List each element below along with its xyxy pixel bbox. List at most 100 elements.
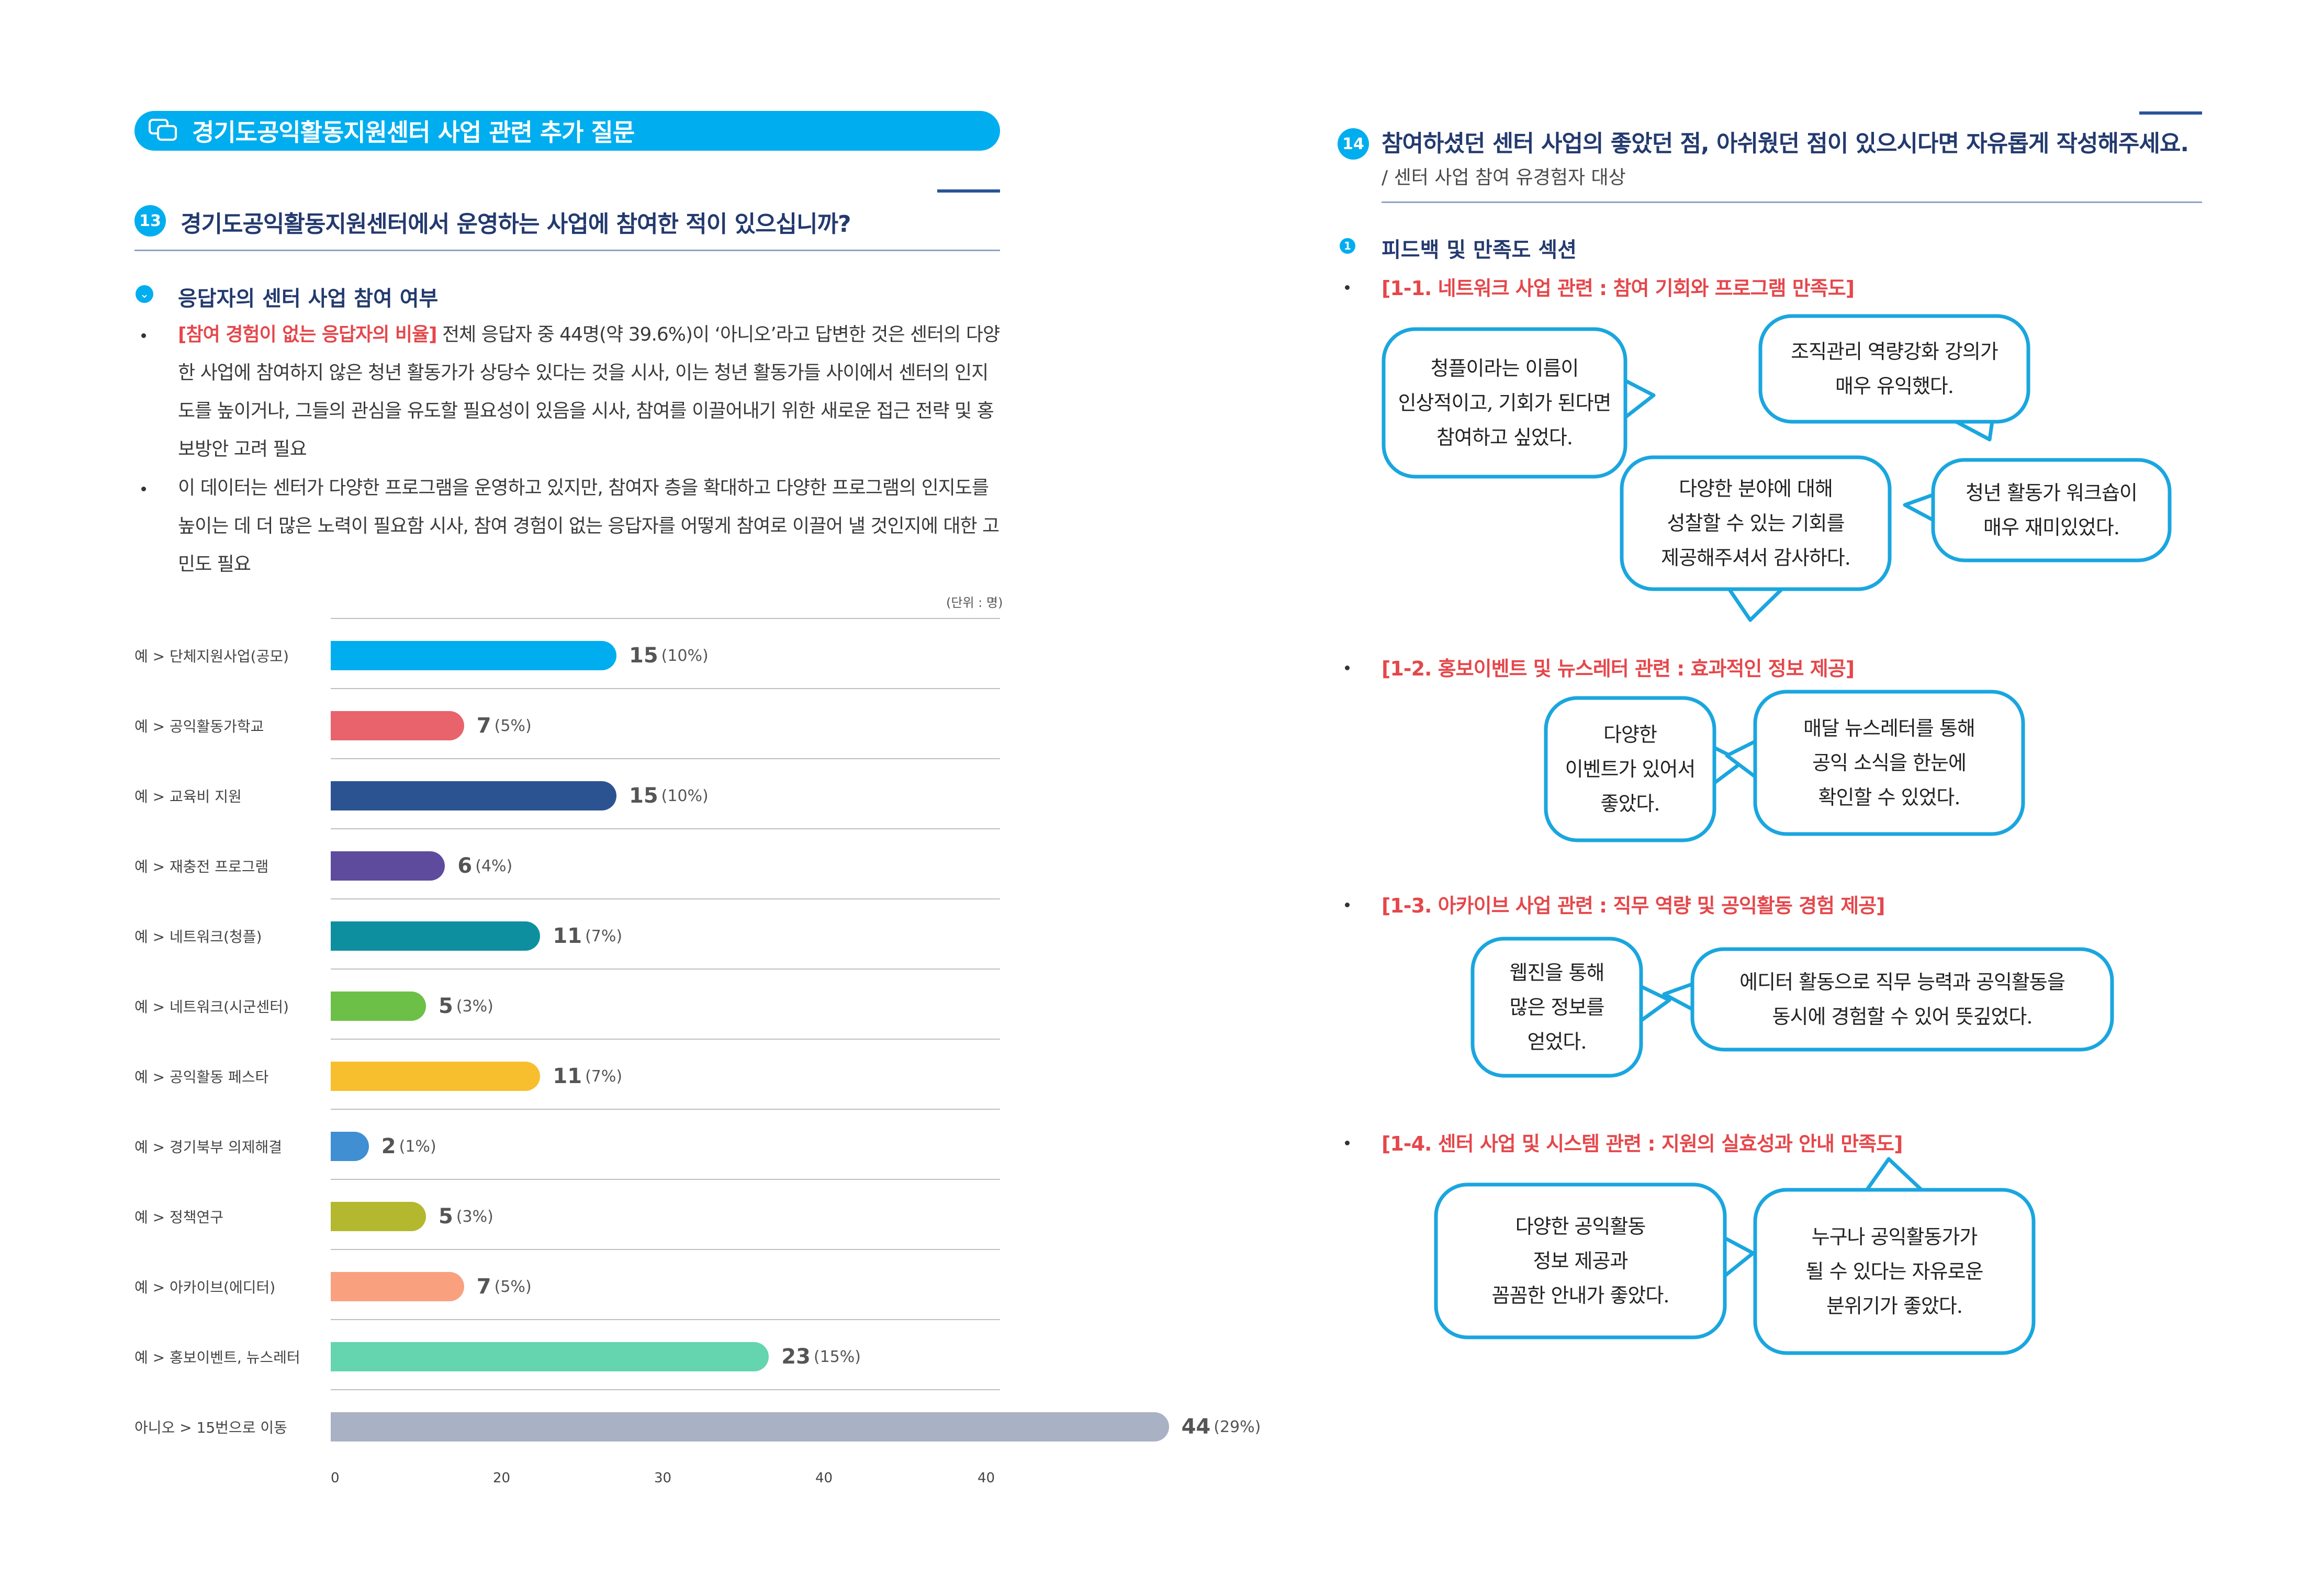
speech-bubble: 조직관리 역량강화 강의가 매우 유익했다. <box>1758 314 2030 442</box>
speech-bubble-outline <box>1662 947 2114 1052</box>
row-divider <box>331 1319 1000 1320</box>
row-divider <box>331 1109 1000 1110</box>
speech-bubble: 다양한 이벤트가 있어서 좋았다. <box>1544 696 1745 842</box>
bar <box>331 641 616 670</box>
bullet-dot <box>1345 1141 1350 1145</box>
data-label: 23(15%) <box>781 1342 861 1371</box>
data-label: 11(7%) <box>553 1062 622 1091</box>
bar <box>331 1132 369 1161</box>
speech-bubble-text: 다양한 분야에 대해 성찰할 수 있는 기회를 제공해주셔서 감사하다. <box>1661 477 1851 569</box>
bar <box>331 1412 1169 1441</box>
chart-row: 예 > 네트워크(시군센터) 5(3%) <box>134 970 1000 1040</box>
data-label: 7(5%) <box>477 1272 532 1301</box>
percent-label: (29%) <box>1214 1417 1261 1436</box>
speech-bubble-outline <box>1725 690 2025 836</box>
value-label: 7 <box>476 1275 491 1299</box>
percent-label: (1%) <box>399 1137 436 1156</box>
question-number-badge: 14 <box>1338 128 1369 160</box>
data-label: 15(10%) <box>629 641 709 670</box>
row-divider <box>331 898 1000 899</box>
value-label: 11 <box>553 1064 582 1088</box>
bar <box>331 711 464 740</box>
value-label: 15 <box>629 644 658 668</box>
speech-bubble-outline <box>1753 1157 2036 1355</box>
category-label: 예 > 교육비 지원 <box>134 788 242 805</box>
x-tick-label: 40 <box>978 1470 995 1486</box>
speech-bubble-text: 다양한 이벤트가 있어서 좋았다. <box>1565 723 1696 815</box>
value-label: 15 <box>629 784 658 808</box>
speech-bubble: 청년 활동가 워크숍이 매우 재미있었다. <box>1903 458 2172 562</box>
row-divider <box>331 828 1000 829</box>
speech-bubble: 에디터 활동으로 직무 능력과 공익활동을 동시에 경험할 수 있어 뜻깊었다. <box>1662 947 2114 1052</box>
row-divider <box>331 758 1000 759</box>
category-label: 예 > 재충전 프로그램 <box>134 858 269 875</box>
percent-label: (4%) <box>475 857 513 875</box>
header-title: 경기도공익활동지원센터 사업 관련 추가 질문 <box>192 118 635 147</box>
speech-bubble: 매달 뉴스레터를 통해 공익 소식을 한눈에 확인할 수 있었다. <box>1725 690 2025 836</box>
row-divider <box>331 1179 1000 1180</box>
data-label: 44(29%) <box>1182 1412 1261 1441</box>
section-header-bar: 경기도공익활동지원센터 사업 관련 추가 질문 <box>134 111 1000 151</box>
speech-bubble-outline <box>1903 458 2172 562</box>
x-tick-label: 30 <box>654 1470 672 1486</box>
bar <box>331 992 426 1021</box>
value-label: 5 <box>439 1204 453 1229</box>
speech-bubble-text: 청년 활동가 워크숍이 매우 재미있었다. <box>1966 481 2138 539</box>
percent-label: (7%) <box>585 927 623 945</box>
speech-bubble: 누구나 공익활동가가 될 수 있다는 자유로운 분위기가 좋았다. <box>1753 1157 2036 1355</box>
chart-row: 예 > 네트워크(청플)11(7%) <box>134 899 1000 970</box>
speech-bubble-text: 에디터 활동으로 직무 능력과 공익활동을 동시에 경험할 수 있어 뜻깊었다. <box>1739 971 2065 1028</box>
category-label: 예 > 경기북부 의제해결 <box>134 1139 283 1156</box>
category-label: 예 > 단체지원사업(공모) <box>134 648 289 665</box>
bar <box>331 1202 426 1231</box>
percent-label: (3%) <box>456 997 493 1016</box>
chart-row: 예 > 단체지원사업(공모) 15(10%) <box>134 619 1000 689</box>
speech-bubble-outline <box>1620 455 1892 622</box>
speech-bubble: 다양한 공익활동 정보 제공과 꼼꼼한 안내가 좋았다. <box>1434 1182 1755 1339</box>
bar <box>331 1342 769 1371</box>
section-number-badge: 1 <box>1340 238 1355 254</box>
bullet-paragraph-1: [참여 경험이 없는 응답자의 비율] 전체 응답자 중 44명(약 39.6%… <box>178 316 1001 468</box>
bar <box>331 1062 541 1091</box>
category-label: 예 > 아카이브(에디터) <box>134 1279 276 1296</box>
data-label: 5(3%) <box>439 992 493 1021</box>
speech-bubble-text: 웹진을 통해 많은 정보를 얻었다. <box>1509 961 1605 1053</box>
bar <box>331 921 541 951</box>
percent-label: (10%) <box>661 646 709 665</box>
category-label: 예 > 네트워크(시군센터) <box>134 998 289 1016</box>
category-label: 예 > 공익활동가학교 <box>134 718 264 735</box>
speech-bubble-text: 조직관리 역량강화 강의가 매우 유익했다. <box>1791 340 1999 398</box>
value-label: 23 <box>781 1345 811 1369</box>
value-label: 6 <box>457 854 473 878</box>
speech-bubble-outline <box>1544 696 1745 842</box>
row-divider <box>331 968 1000 970</box>
bullet-text: 전체 응답자 중 44명(약 39.6%)이 ‘아니오’라고 답변한 것은 센터… <box>178 324 1000 460</box>
speech-bubble-text: 누구나 공익활동가가 될 수 있다는 자유로운 분위기가 좋았다. <box>1805 1225 1984 1317</box>
bullet-dot <box>1345 903 1350 907</box>
percent-label: (10%) <box>661 786 709 805</box>
chart-row: 예 > 교육비 지원 15(10%) <box>134 759 1000 829</box>
speech-bubble: 다양한 분야에 대해 성찰할 수 있는 기회를 제공해주셔서 감사하다. <box>1620 455 1892 622</box>
bar <box>331 851 445 881</box>
chart-top-rule <box>331 618 1000 619</box>
speech-bubble-text: 청플이라는 이름이 인상적이고, 기회가 된다면 참여하고 싶었다. <box>1398 357 1612 449</box>
percent-label: (7%) <box>585 1067 623 1086</box>
title-underline <box>1382 201 2202 203</box>
chat-bubbles-icon <box>134 111 192 151</box>
section-title: 피드백 및 만족도 섹션 <box>1382 238 1577 262</box>
value-label: 7 <box>476 714 491 738</box>
bullet-dot <box>141 333 146 338</box>
bullet-text: 이 데이터는 센터가 다양한 프로그램을 운영하고 있지만, 참여자 층을 확대… <box>178 477 1000 575</box>
bar <box>331 781 616 810</box>
row-divider <box>331 1249 1000 1250</box>
bullet-dot <box>141 487 146 491</box>
feedback-group-title: [1-3. 아카이브 사업 관련 : 직무 역량 및 공익활동 경험 제공] <box>1382 894 1885 917</box>
unit-label: (단위 : 명) <box>946 595 1003 610</box>
speech-bubble-outline <box>1758 314 2030 442</box>
feedback-group-title: [1-2. 홍보이벤트 및 뉴스레터 관련 : 효과적인 정보 제공] <box>1382 657 1855 680</box>
